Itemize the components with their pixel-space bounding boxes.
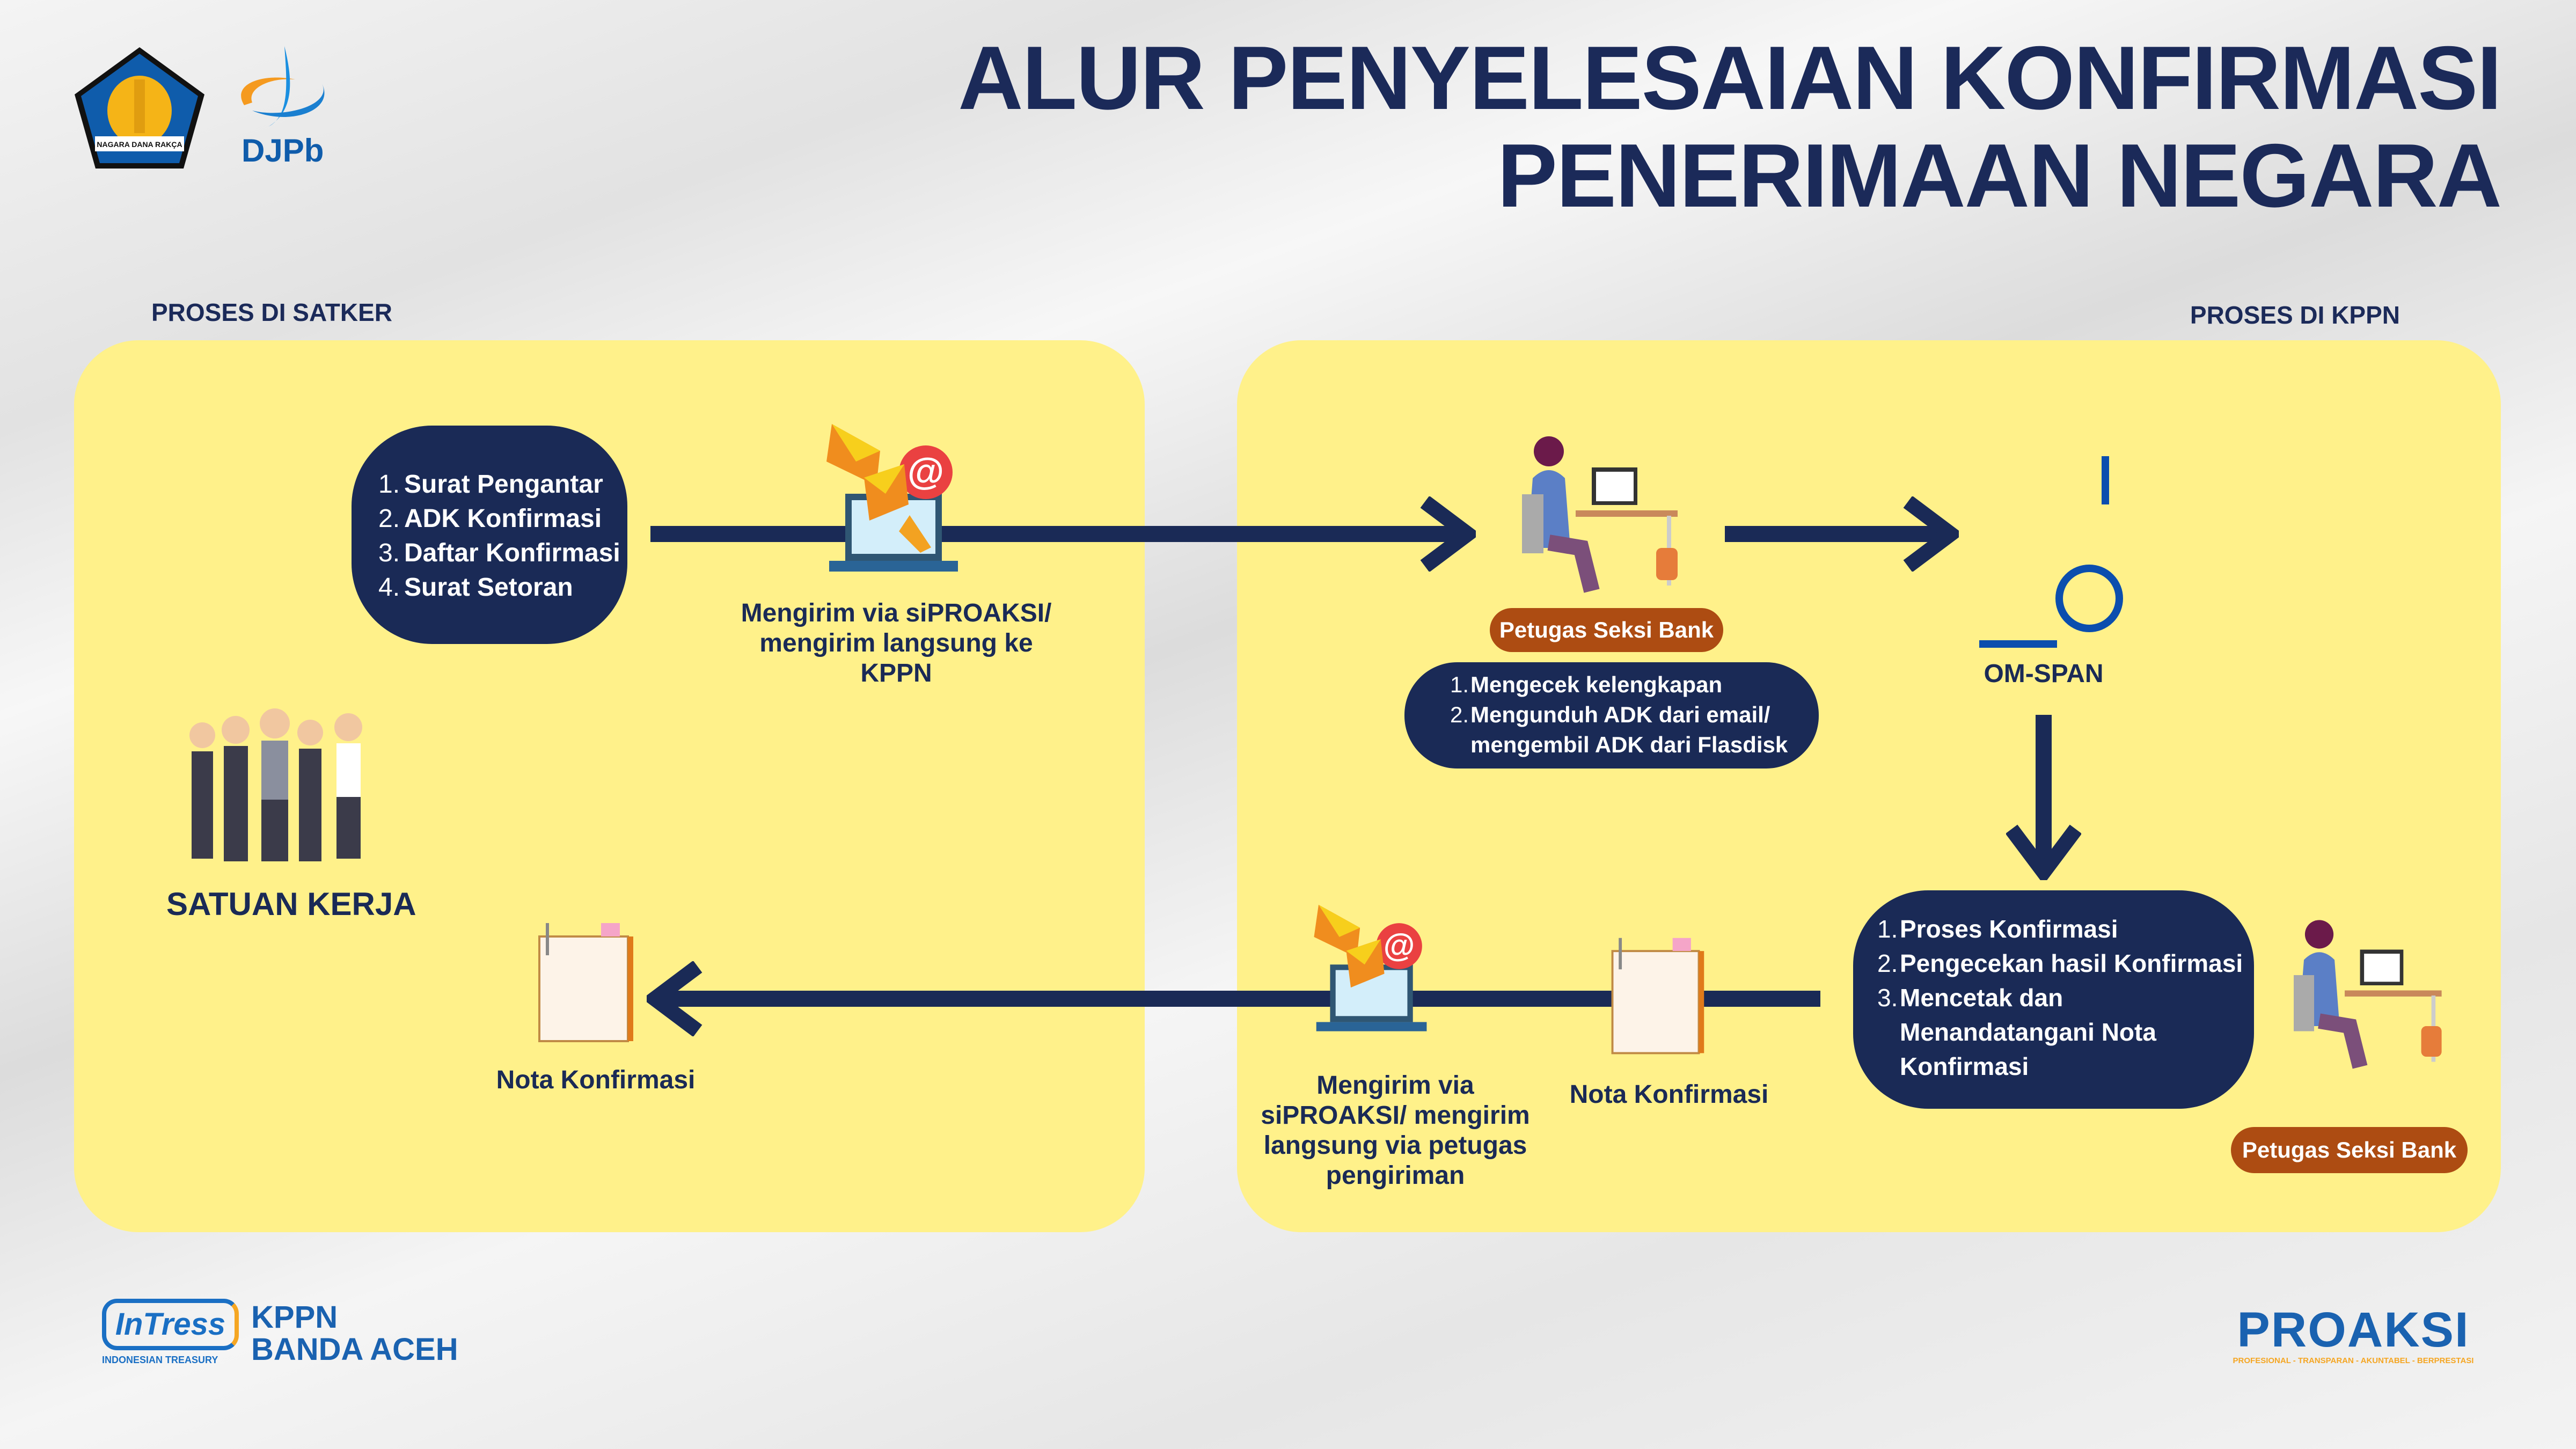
email-laptop-icon: @ — [826, 424, 958, 572]
svg-text:@: @ — [1384, 927, 1415, 963]
officer-at-desk-icon — [1522, 436, 1678, 593]
list-item: 3.Mencetak dan Menandatangani Nota Konfi… — [1877, 984, 2156, 1080]
nota-document-icon — [538, 923, 633, 1042]
actor-satuan-kerja: SATUAN KERJA — [166, 886, 416, 922]
list-item: 1.Proses Konfirmasi — [1877, 915, 2118, 943]
flow-arrow-down — [2036, 715, 2052, 865]
officer-at-desk-icon — [2294, 920, 2442, 1069]
list-item: 2.Pengecekan hasil Konfirmasi — [1877, 949, 2243, 977]
section-label-satker: PROSES DI SATKER — [151, 298, 392, 326]
list-item: 4.Surat Setoran — [378, 573, 573, 602]
flow-arrow-to-kppn — [650, 526, 1461, 542]
people-group-icon — [189, 708, 362, 861]
page-title-line1: ALUR PENYELESAIAN KONFIRMASI — [958, 27, 2502, 128]
flow-arrow-to-omspan — [1725, 526, 1940, 542]
omspan-label: OM-SPAN — [1984, 660, 2104, 688]
send-caption: Mengirim via siPROAKSI/ mengirim langsun… — [741, 599, 1052, 687]
proaksi-logo: PROAKSI PROFESIONAL - TRANSPARAN - AKUNT… — [2233, 1302, 2474, 1365]
page-title-line2: PENERIMAAN NEGARA — [1497, 125, 2502, 226]
list-item: 1.Surat Pengantar — [378, 470, 603, 499]
section-label-kppn: PROSES DI KPPN — [2190, 301, 2400, 329]
list-item: 1.Mengecek kelengkapan — [1450, 672, 1723, 697]
arrowhead-right-icon — [1420, 496, 1476, 572]
email-laptop-icon: @ — [1314, 904, 1427, 1031]
kemenkeu-logo: NAGARA DANA RAKÇA — [74, 46, 206, 170]
nota-label-satker: Nota Konfirmasi — [496, 1066, 696, 1094]
djpb-wordmark: DJPb — [241, 133, 324, 169]
return-caption: Mengirim via siPROAKSI/ mengirim langsun… — [1261, 1071, 1530, 1190]
list-item: 2.ADK Konfirmasi — [378, 504, 602, 533]
officer-badge: Petugas Seksi Bank — [1490, 608, 1723, 652]
djpb-logo: DJPb — [231, 46, 338, 170]
arrowhead-down-icon — [2006, 824, 2081, 880]
svg-text:@: @ — [908, 450, 944, 492]
intress-logo: InTress INDONESIAN TREASURY — [102, 1299, 239, 1374]
list-item: 3.Daftar Konfirmasi — [378, 539, 620, 567]
omspan-icon — [1979, 456, 2123, 648]
arrowhead-left-icon — [647, 961, 702, 1036]
kppn-panel — [1237, 340, 2501, 1232]
process-steps-list: 1.Proses Konfirmasi 2.Pengecekan hasil K… — [1877, 912, 2243, 1084]
svg-text:NAGARA DANA RAKÇA: NAGARA DANA RAKÇA — [97, 140, 182, 149]
arrowhead-right-icon — [1903, 496, 1959, 572]
list-item: 2.Mengunduh ADK dari email/ mengembil AD… — [1450, 702, 1788, 757]
documents-list-box: 1.Surat Pengantar 2.ADK Konfirmasi 3.Daf… — [352, 426, 627, 644]
check-steps-list: 1.Mengecek kelengkapan 2.Mengunduh ADK d… — [1450, 670, 1803, 760]
officer-badge-2: Petugas Seksi Bank — [2231, 1127, 2468, 1173]
process-steps-box: 1.Proses Konfirmasi 2.Pengecekan hasil K… — [1853, 890, 2254, 1109]
check-steps-box: 1.Mengecek kelengkapan 2.Mengunduh ADK d… — [1404, 662, 1819, 769]
nota-label-kppn: Nota Konfirmasi — [1569, 1080, 1769, 1109]
nota-document-icon — [1611, 938, 1704, 1055]
documents-list: 1.Surat Pengantar 2.ADK Konfirmasi 3.Daf… — [378, 467, 627, 605]
